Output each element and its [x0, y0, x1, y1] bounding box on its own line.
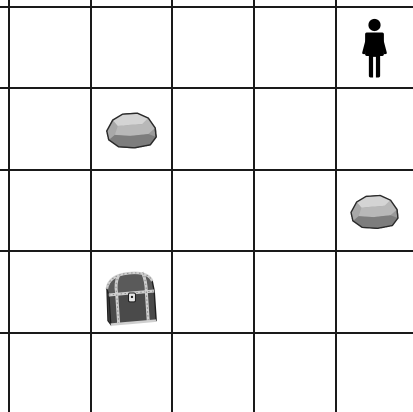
rock-icon [351, 195, 398, 228]
rock-icon [107, 113, 156, 148]
person-icon [362, 19, 387, 78]
board-entities [107, 19, 398, 325]
treasure-chest-icon [107, 272, 156, 324]
